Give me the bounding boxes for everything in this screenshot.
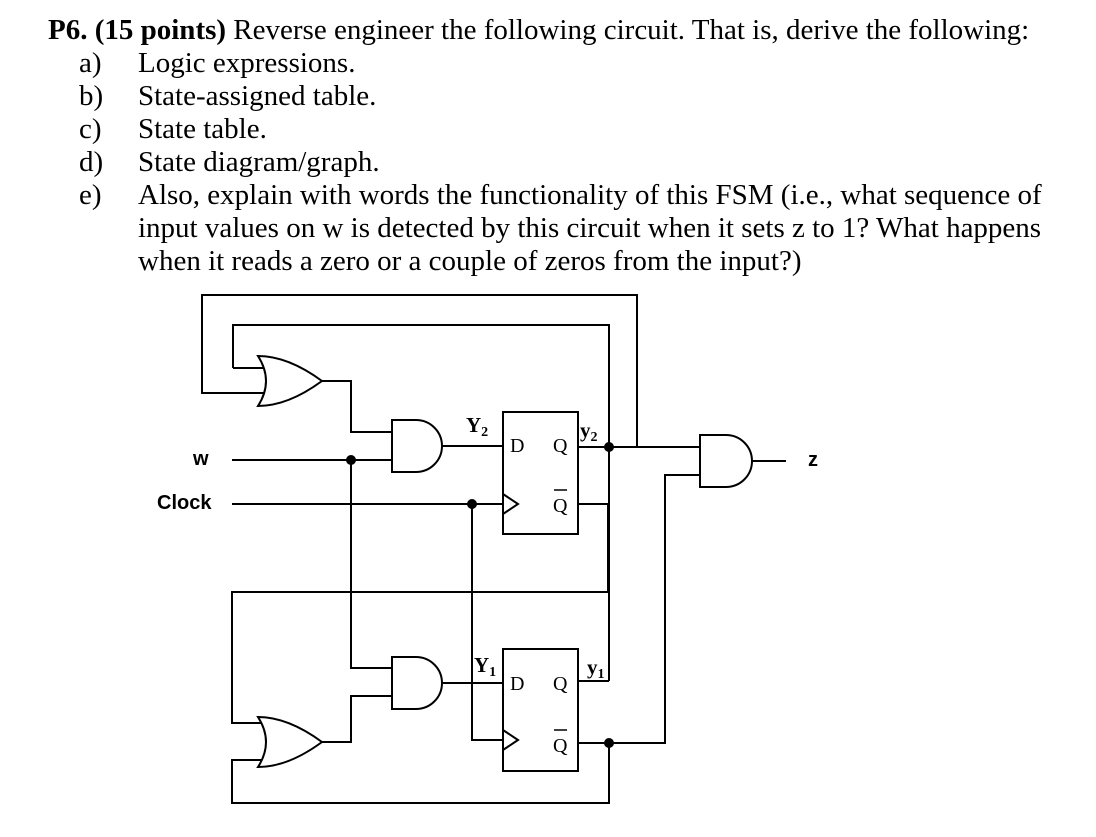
- qbar-label: Q: [553, 735, 568, 757]
- wire-y2bar: [231, 503, 609, 724]
- junction-dot: [604, 442, 614, 452]
- label-main: Y: [466, 413, 481, 437]
- list-item: a) Logic expressions.: [48, 47, 1088, 80]
- item-text-line: when it reads a zero or a couple of zero…: [138, 245, 802, 277]
- label-main: y: [587, 655, 598, 679]
- junction-dot: [604, 738, 614, 748]
- label-sub: 1: [489, 665, 496, 680]
- item-letter: c): [79, 113, 102, 145]
- and-gate-output: [699, 434, 753, 488]
- item-letter: b): [79, 80, 104, 112]
- junction-dot: [346, 455, 356, 465]
- input-clock-label: Clock: [157, 492, 212, 514]
- problem-intro: Reverse engineer the following circuit. …: [233, 14, 1030, 46]
- and-gate-top: [391, 419, 443, 473]
- item-text-line: input values on w is detected by this ci…: [138, 212, 1042, 244]
- input-w-label: w: [192, 448, 209, 470]
- q-label: Q: [553, 673, 568, 695]
- label-sub: 1: [598, 667, 605, 682]
- q-label: Q: [553, 435, 568, 457]
- Y2-label: Y2: [466, 413, 488, 440]
- item-text: State diagram/graph.: [138, 146, 380, 178]
- or-gate-bottom: [256, 715, 324, 769]
- item-text: Logic expressions.: [138, 47, 356, 79]
- label-sub: 2: [591, 430, 598, 445]
- wire-or-to-and-bottom: [322, 695, 392, 743]
- wire-w-branch: [350, 460, 392, 669]
- or-gate-top: [256, 354, 324, 408]
- list-item: e) Also, explain with words the function…: [48, 179, 1088, 278]
- qbar-label: Q: [553, 495, 568, 517]
- junction-dots: [346, 442, 614, 748]
- list-item: d) State diagram/graph.: [48, 146, 1088, 179]
- flip-flop-bottom: D Q Q: [502, 648, 579, 772]
- junction-dot: [467, 499, 477, 509]
- clock-triangle: [502, 729, 520, 751]
- clock-triangle: [502, 493, 520, 515]
- list-item: c) State table.: [48, 113, 1088, 146]
- Y1-label: Y1: [474, 653, 496, 680]
- d-label: D: [510, 435, 524, 457]
- wire-clock-branch: [471, 504, 503, 741]
- problem-statement: P6. (15 points) Reverse engineer the fol…: [48, 14, 1088, 278]
- item-text: State-assigned table.: [138, 80, 377, 112]
- wire-y1bar: [578, 474, 700, 744]
- list-item: b) State-assigned table.: [48, 80, 1088, 113]
- item-text: State table.: [138, 113, 267, 145]
- label-sub: 2: [481, 425, 488, 440]
- label-main: Y: [474, 653, 489, 677]
- item-text-line: Also, explain with words the functionali…: [138, 179, 1042, 211]
- problem-points: (15 points): [94, 14, 227, 46]
- flip-flop-top: D Q Q: [502, 411, 579, 535]
- and-gate-bottom: [391, 656, 443, 710]
- output-z-label: z: [808, 449, 818, 471]
- y1-label: y1: [587, 655, 605, 682]
- d-label: D: [510, 673, 524, 695]
- flip-flop-body: [502, 648, 579, 772]
- problem-heading: P6. (15 points) Reverse engineer the fol…: [48, 14, 1088, 47]
- label-main: y: [580, 418, 591, 442]
- y2-label: y2: [580, 418, 598, 445]
- wire-y1bar-loop: [231, 743, 610, 804]
- item-letter: e): [79, 179, 102, 211]
- wire-or-to-and-top: [322, 380, 392, 433]
- item-letter: d): [79, 146, 104, 178]
- item-letter: a): [79, 47, 102, 79]
- flip-flop-body: [502, 411, 579, 535]
- problem-number: P6.: [48, 14, 88, 46]
- circuit-wires: [201, 294, 786, 804]
